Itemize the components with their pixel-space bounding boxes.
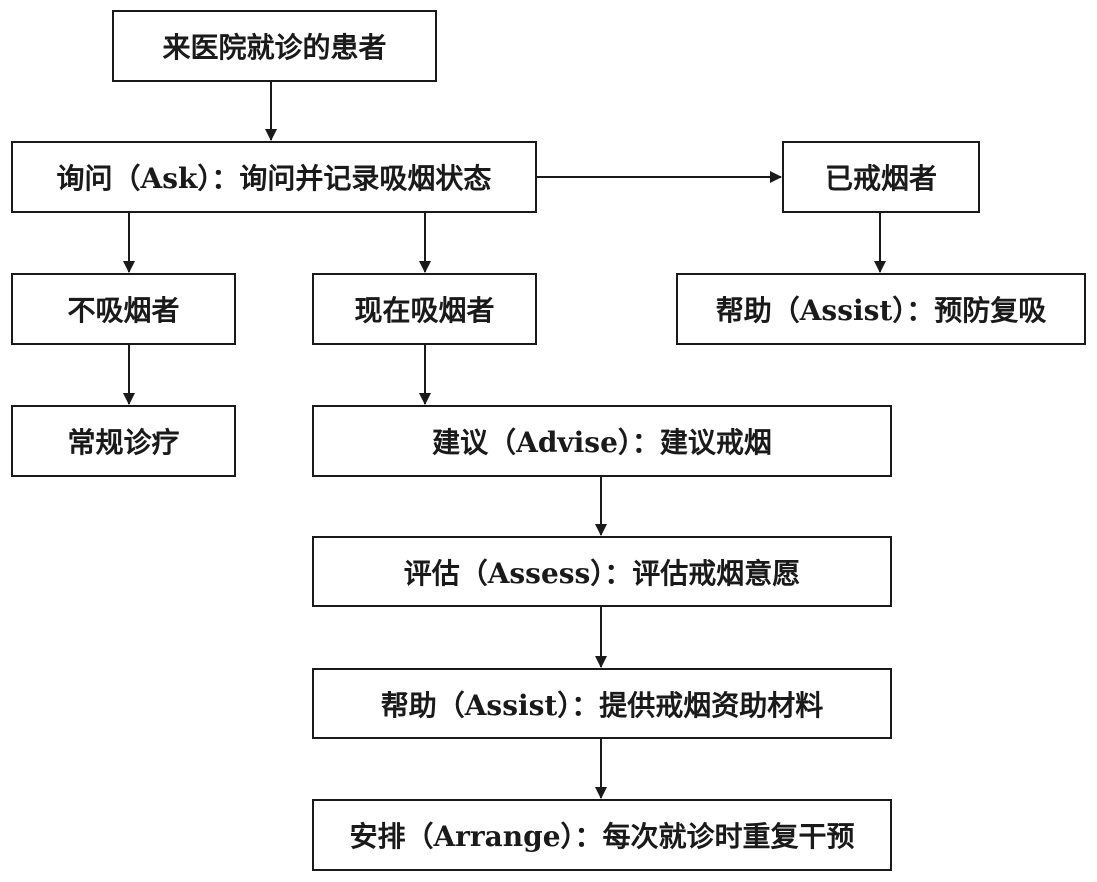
node-advise: 建议（Advise）：建议戒烟 xyxy=(312,405,892,477)
node-assist: 帮助（Assist）：提供戒烟资助材料 xyxy=(312,668,892,739)
node-non-smoker: 不吸烟者 xyxy=(11,273,236,345)
node-patient-label: 来医院就诊的患者 xyxy=(162,31,387,64)
node-current-smoker: 现在吸烟者 xyxy=(312,273,537,345)
node-assist-label: 帮助（Assist）：提供戒烟资助材料 xyxy=(380,688,824,722)
node-non-smoker-label: 不吸烟者 xyxy=(67,294,180,327)
node-arrange: 安排（Arrange）：每次就诊时重复干预 xyxy=(312,799,892,871)
node-ask: 询问（Ask）：询问并记录吸烟状态 xyxy=(11,141,537,213)
node-ask-label: 询问（Ask）：询问并记录吸烟状态 xyxy=(56,162,492,195)
node-patient: 来医院就诊的患者 xyxy=(112,10,437,82)
node-advise-label: 建议（Advise）：建议戒烟 xyxy=(432,426,772,459)
node-routine-care: 常规诊疗 xyxy=(11,405,236,477)
node-assess-label: 评估（Assess）：评估戒烟意愿 xyxy=(403,556,801,590)
node-former-smoker: 已戒烟者 xyxy=(782,141,980,213)
node-assess: 评估（Assess）：评估戒烟意愿 xyxy=(312,536,892,607)
node-routine-care-label: 常规诊疗 xyxy=(67,426,180,459)
node-relapse-prevention-label: 帮助（Assist）：预防复吸 xyxy=(715,294,1047,327)
node-current-smoker-label: 现在吸烟者 xyxy=(354,294,495,327)
node-arrange-label: 安排（Arrange）：每次就诊时重复干预 xyxy=(349,820,855,853)
node-relapse-prevention: 帮助（Assist）：预防复吸 xyxy=(676,273,1086,345)
node-former-smoker-label: 已戒烟者 xyxy=(824,162,937,195)
